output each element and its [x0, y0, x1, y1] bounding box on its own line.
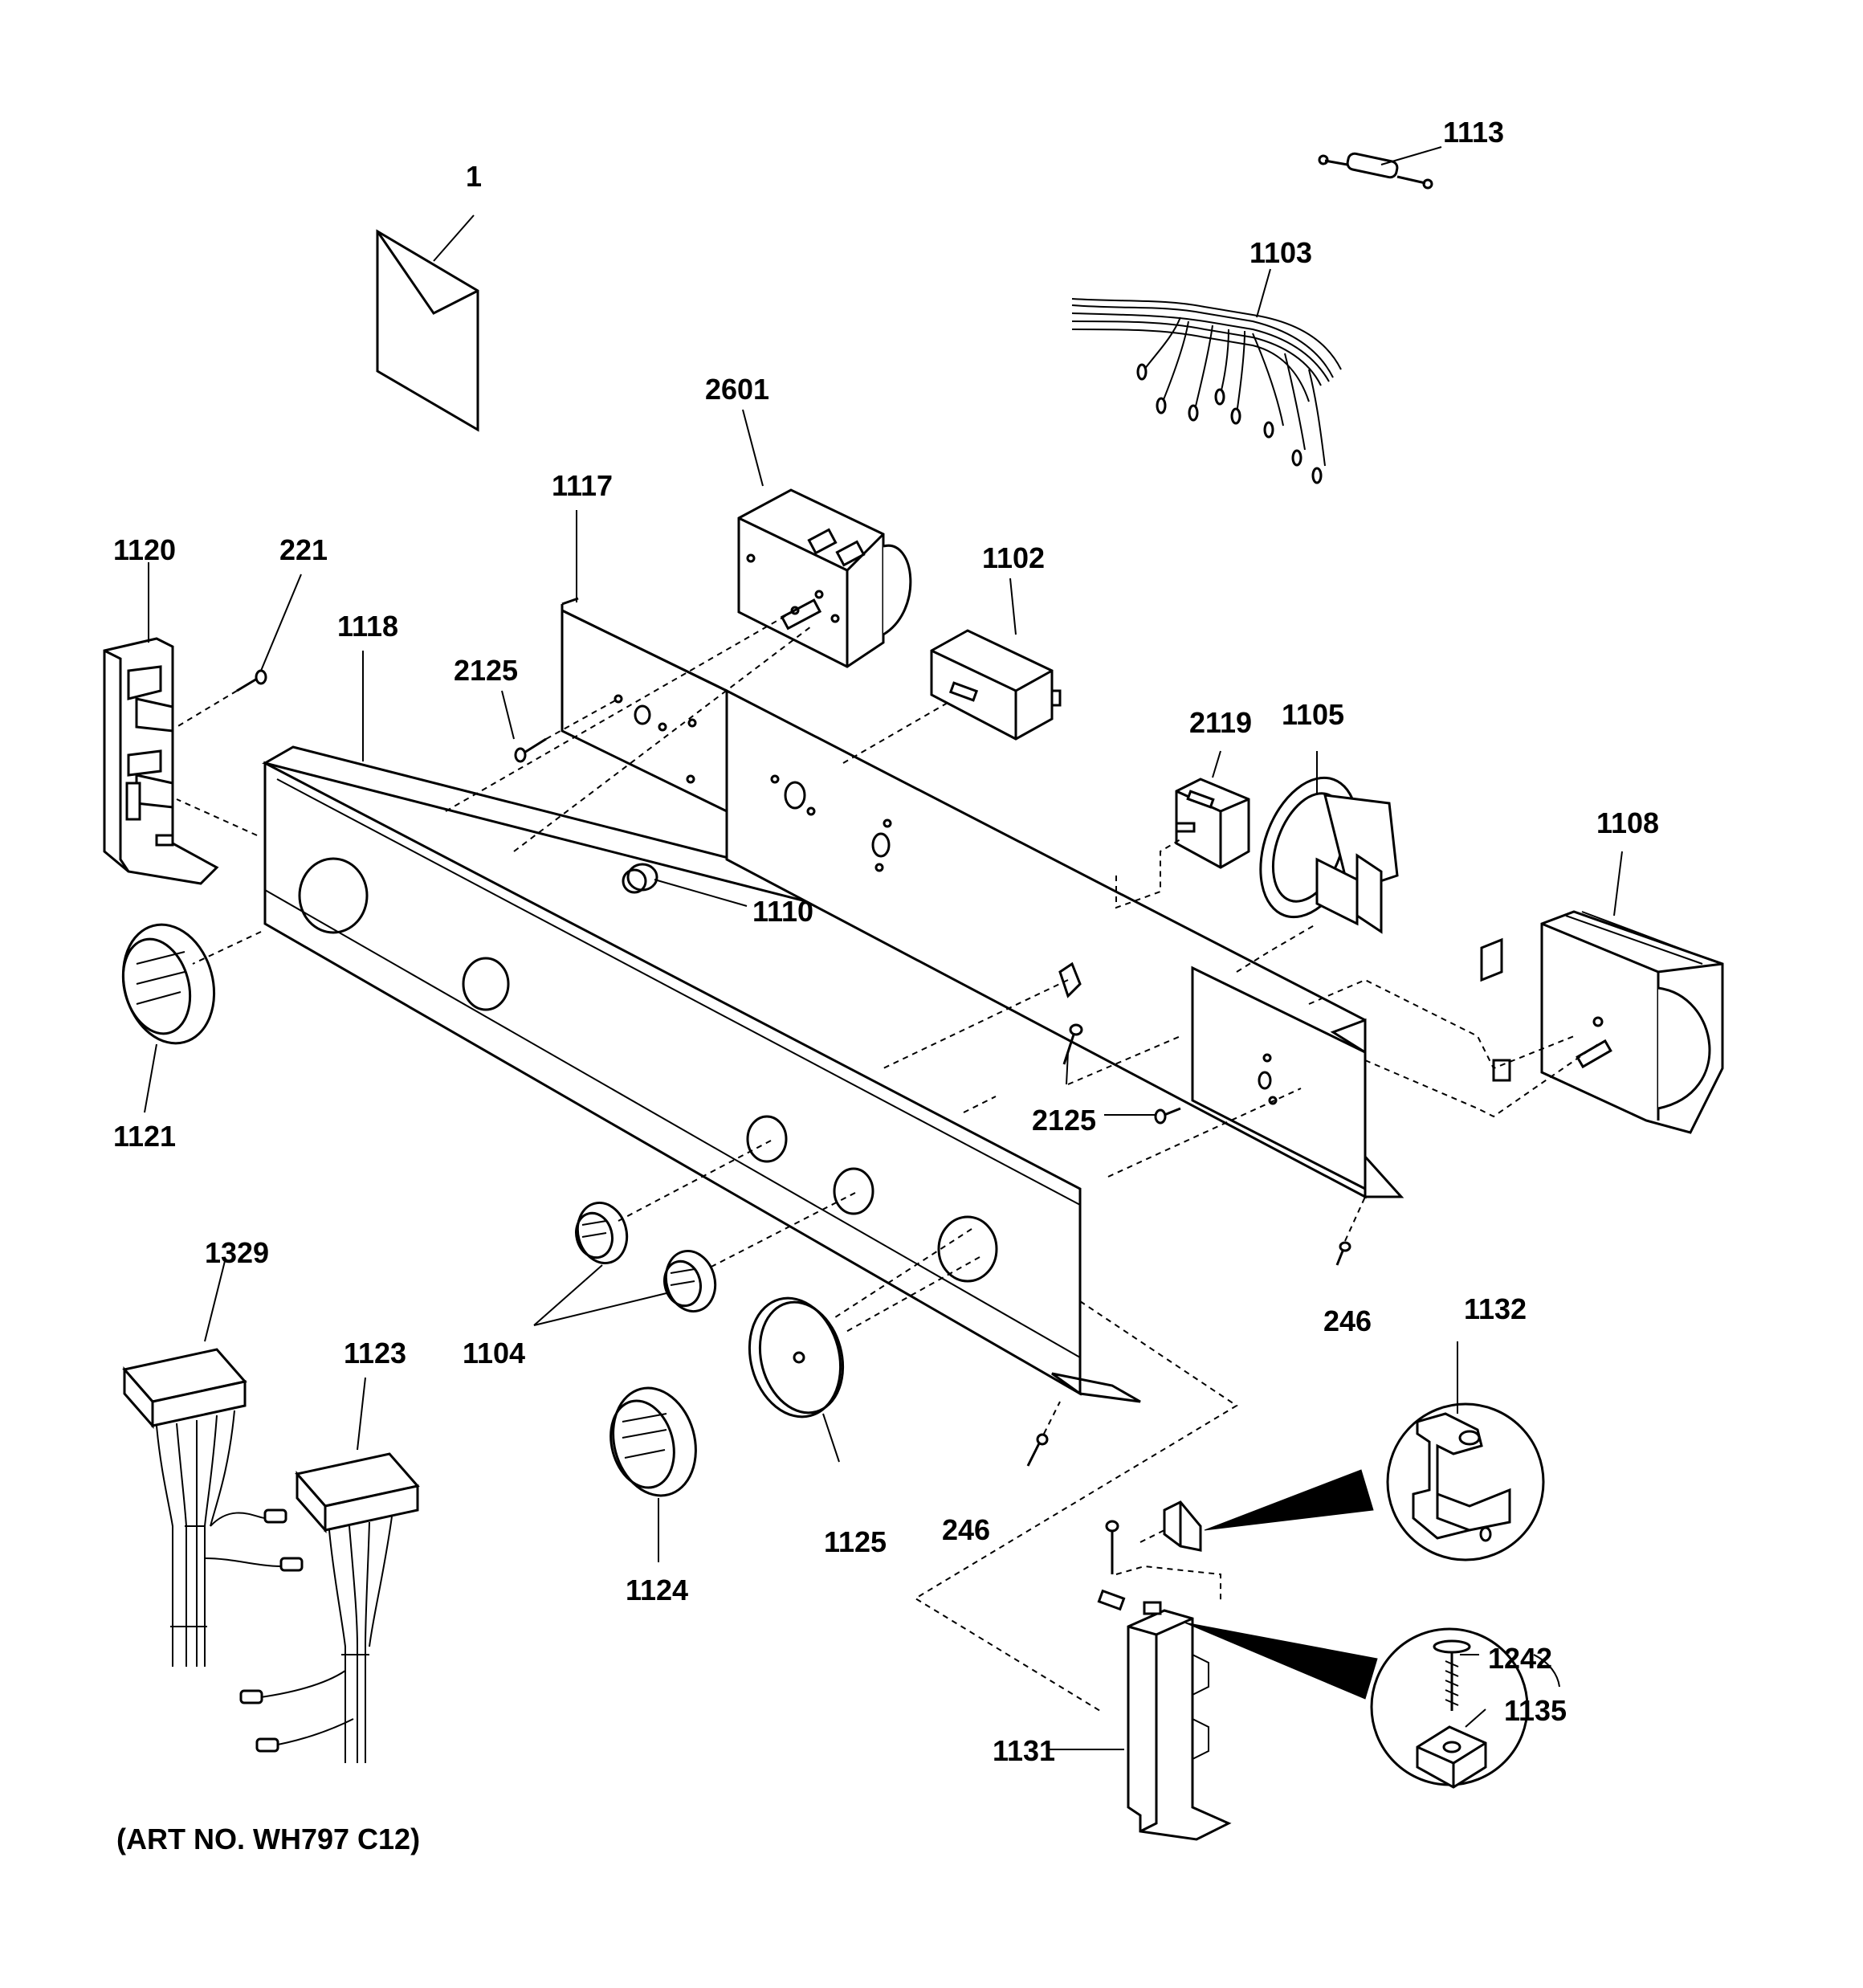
part-1-literature-envelope[interactable]: [376, 214, 479, 432]
part-1117-control-panel-bracket[interactable]: [561, 510, 728, 814]
part-1123-harness-connector[interactable]: [239, 1377, 420, 1763]
label-2125-upper: 2125: [454, 654, 518, 687]
label-2119: 2119: [1189, 706, 1252, 739]
callout-labels: 1 1113 1103 2601 1117 1120 221 1102 1118…: [113, 116, 1659, 1855]
label-221: 221: [279, 533, 328, 566]
label-2601: 2601: [705, 373, 769, 406]
label-1113: 1113: [1443, 116, 1504, 149]
label-2125-lower: 2125: [1032, 1104, 1096, 1137]
part-2119-selector-switch[interactable]: [1175, 750, 1250, 869]
part-1131-right-end-cap[interactable]: [1048, 1520, 1232, 1841]
part-1132-clip-detail[interactable]: [1163, 1341, 1545, 1561]
part-246-screw-center[interactable]: [1026, 1401, 1061, 1467]
label-246-right: 246: [1323, 1304, 1372, 1337]
part-1105-timer-motor-assembly[interactable]: [1243, 751, 1399, 934]
part-1118-main-console-panel[interactable]: [262, 651, 1404, 1403]
part-1125-dial-skirt[interactable]: [736, 1288, 854, 1463]
part-1110-bushing[interactable]: [622, 863, 748, 907]
part-1104-selector-knobs[interactable]: [533, 1198, 722, 1326]
label-1131: 1131: [993, 1734, 1055, 1767]
part-1113-thermal-fuse[interactable]: [1318, 146, 1442, 190]
label-1120: 1120: [113, 533, 176, 566]
part-1108-timer-motor[interactable]: [1480, 851, 1724, 1134]
part-1242-1135-detail[interactable]: [1184, 1622, 1560, 1789]
part-2125-screw-lower[interactable]: [1062, 1023, 1181, 1125]
label-246-center: 246: [942, 1513, 990, 1546]
part-1121-timer-knob[interactable]: [110, 914, 226, 1113]
label-1132: 1132: [1464, 1292, 1527, 1325]
label-1118: 1118: [337, 610, 398, 643]
label-1121: 1121: [113, 1120, 176, 1153]
part-221-screw[interactable]: [176, 574, 302, 728]
label-1103: 1103: [1249, 236, 1312, 269]
label-1124: 1124: [626, 1574, 688, 1606]
label-1110: 1110: [752, 895, 813, 928]
part-1329-harness-connector[interactable]: [122, 1260, 304, 1667]
label-1125: 1125: [824, 1525, 887, 1558]
label-1108: 1108: [1596, 806, 1659, 839]
label-1: 1: [466, 160, 482, 193]
assembly-dashed-lines: [176, 610, 1599, 1712]
label-1105: 1105: [1282, 698, 1344, 731]
label-1242: 1242: [1488, 1642, 1552, 1675]
part-1103-wire-harness[interactable]: [1071, 268, 1342, 484]
part-1102-rotary-switch[interactable]: [930, 578, 1062, 741]
label-1123: 1123: [344, 1337, 406, 1370]
part-2125-screw-upper[interactable]: [501, 690, 619, 763]
art-number: (ART NO. WH797 C12): [116, 1823, 420, 1855]
part-1120-left-end-cap[interactable]: [103, 562, 219, 885]
label-1135: 1135: [1504, 1694, 1567, 1727]
label-1102: 1102: [982, 541, 1045, 574]
label-1104: 1104: [463, 1337, 525, 1370]
label-1329: 1329: [205, 1236, 269, 1269]
part-246-screw-right[interactable]: [1335, 1196, 1366, 1266]
label-1117: 1117: [552, 469, 613, 502]
part-1124-cycle-knob[interactable]: [601, 1378, 707, 1562]
